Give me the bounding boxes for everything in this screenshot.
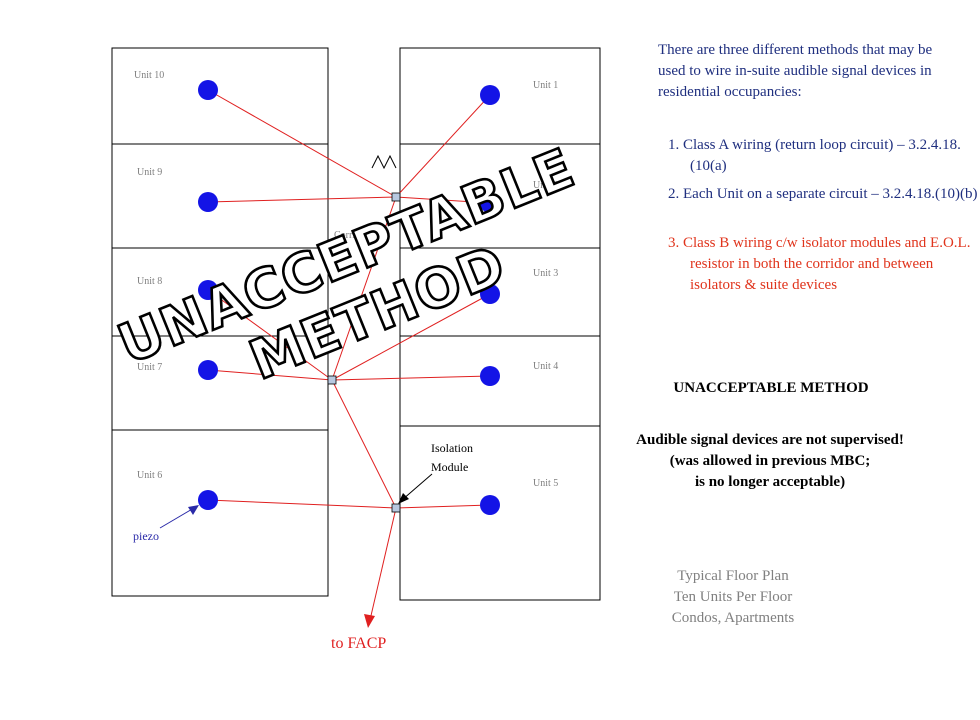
wire-unit-6 [207, 499, 397, 509]
floor-plan-diagram: Unit 10 Unit 9 Unit 8 Unit 7 Unit 6 Unit… [108, 47, 601, 652]
unit-label: Unit 9 [137, 167, 162, 178]
wire-unit-8 [207, 289, 333, 381]
isolation-module-label: Isolation [431, 441, 473, 455]
unit-label: Unit 1 [533, 80, 558, 91]
corridor-label: Corridor [334, 230, 369, 241]
piezo-label: piezo [133, 529, 159, 543]
unit-label: Unit 2 [533, 180, 558, 191]
wire-unit-1 [395, 94, 491, 198]
audible-device-icon [480, 495, 500, 515]
unit-9-room [111, 143, 329, 249]
unit-label: Unit 6 [137, 470, 162, 481]
wire-unit-9 [207, 196, 397, 203]
wire-unit-5 [395, 504, 491, 509]
audible-device-icon [198, 192, 218, 212]
eol-resistor-icon [371, 154, 397, 170]
isolation-module-icon [391, 503, 401, 513]
isolation-pointer-arrow [401, 473, 433, 501]
unit-label: Unit 3 [533, 268, 558, 279]
audible-device-icon [480, 366, 500, 386]
audible-device-icon [198, 360, 218, 380]
unit-label: Unit 8 [137, 276, 162, 287]
audible-device-icon [198, 80, 218, 100]
piezo-pointer-arrow [159, 507, 195, 529]
unit-label: Unit 5 [533, 478, 558, 489]
wire-unit-4 [331, 375, 491, 381]
floor-plan-caption: Typical Floor Plan Ten Units Per Floor C… [622, 566, 844, 629]
audible-device-icon [198, 490, 218, 510]
unit-1-room [399, 47, 601, 145]
unit-4-room [399, 335, 601, 427]
audible-device-icon [480, 85, 500, 105]
isolation-pointer-arrowhead [398, 493, 409, 504]
caption-line: Condos, Apartments [671, 610, 795, 626]
audible-device-icon [480, 284, 500, 304]
facp-label: to FACP [331, 635, 386, 652]
method-2-item: 2. Each Unit on a separate circuit – 3.2… [668, 186, 978, 202]
method-1-item: 1. Class A wiring (return loop circuit) … [668, 137, 961, 174]
wire-unit-7 [207, 369, 333, 381]
wire-unit-10 [207, 89, 397, 198]
unit-10-room [111, 47, 329, 145]
isolation-module-label: Module [431, 460, 468, 474]
notice-block: Audible signal devices are not supervise… [630, 430, 910, 493]
caption-line: Ten Units Per Floor [673, 589, 793, 605]
piezo-pointer-arrowhead [188, 505, 199, 515]
wire-to-facp [369, 507, 397, 621]
wiring [207, 89, 491, 621]
right-building [399, 47, 601, 601]
wire-unit-2 [395, 196, 491, 204]
unit-label: Unit 7 [137, 362, 162, 373]
facp-arrowhead [364, 614, 375, 628]
method-3-item: 3. Class B wiring c/w isolator modules a… [668, 235, 971, 293]
isolation-module-icon [327, 375, 337, 385]
isolation-module-icon [391, 192, 401, 202]
unit-6-room [111, 429, 329, 597]
audible-device-icon [198, 280, 218, 300]
audible-device-icon [480, 193, 500, 213]
intro-text: There are three different methods that m… [658, 42, 933, 100]
notice-line: Audible signal devices are not supervise… [636, 432, 904, 448]
unit-label: Unit 10 [134, 70, 164, 81]
notice-line: (was allowed in previous MBC; [669, 453, 871, 469]
unit-5-room [399, 425, 601, 601]
unacceptable-method-heading: UNACCEPTABLE METHOD [673, 380, 869, 396]
caption-line: Typical Floor Plan [677, 568, 789, 584]
unacceptable-stamp: UNACCEPTABLE METHOD [108, 135, 584, 394]
wire-unit-3 [331, 293, 491, 381]
notice-line: is no longer acceptable) [694, 474, 846, 490]
corridor-riser [331, 379, 397, 509]
audible-devices [198, 80, 500, 515]
unit-label: Unit 4 [533, 361, 558, 372]
corridor-riser [331, 196, 397, 381]
